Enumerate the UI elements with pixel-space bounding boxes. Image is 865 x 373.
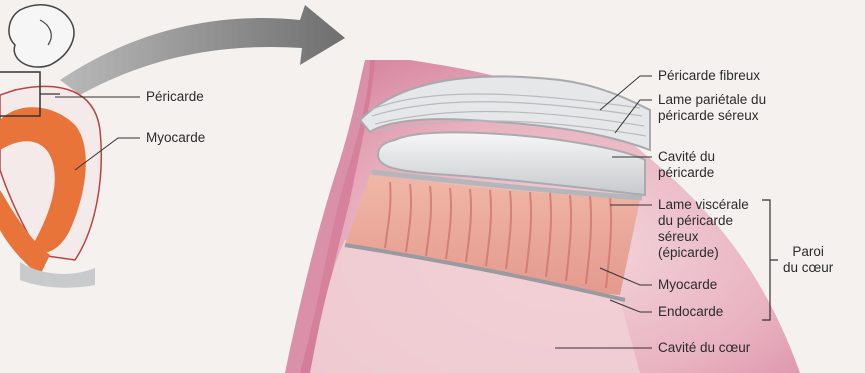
label-lame-viscerale-line3: séreux xyxy=(658,229,749,245)
label-cavite-coeur: Cavité du cœur xyxy=(658,340,750,356)
label-lame-viscerale-line1: Lame viscérale xyxy=(658,197,749,213)
label-lame-parietale-group: Lame pariétale du péricarde séreux xyxy=(658,92,766,124)
label-endocarde: Endocarde xyxy=(658,304,723,320)
label-cavite-pericarde-line2: péricarde xyxy=(658,165,715,181)
label-pericarde: Péricarde xyxy=(146,89,204,105)
label-myocarde-left: Myocarde xyxy=(146,130,205,146)
label-lame-viscerale-line2: du péricarde xyxy=(658,213,749,229)
label-lame-viscerale-line4: (épicarde) xyxy=(658,245,749,261)
label-paroi-line1: Paroi xyxy=(783,244,833,260)
label-lame-parietale-line1: Lame pariétale du xyxy=(658,92,766,108)
label-lame-viscerale-group: Lame viscérale du péricarde séreux (épic… xyxy=(658,197,749,261)
label-pericarde-fibreux: Péricarde fibreux xyxy=(658,68,760,84)
label-lame-parietale-line2: péricarde séreux xyxy=(658,108,766,124)
label-myocarde-right: Myocarde xyxy=(658,277,717,293)
heart-outline-sketch xyxy=(9,5,74,67)
label-cavite-pericarde-line1: Cavité du xyxy=(658,149,715,165)
label-cavite-pericarde-group: Cavité du péricarde xyxy=(658,149,715,181)
label-paroi-group: Paroi du cœur xyxy=(783,244,833,276)
zoom-arrow xyxy=(60,5,345,95)
label-paroi-line2: du cœur xyxy=(783,260,833,276)
